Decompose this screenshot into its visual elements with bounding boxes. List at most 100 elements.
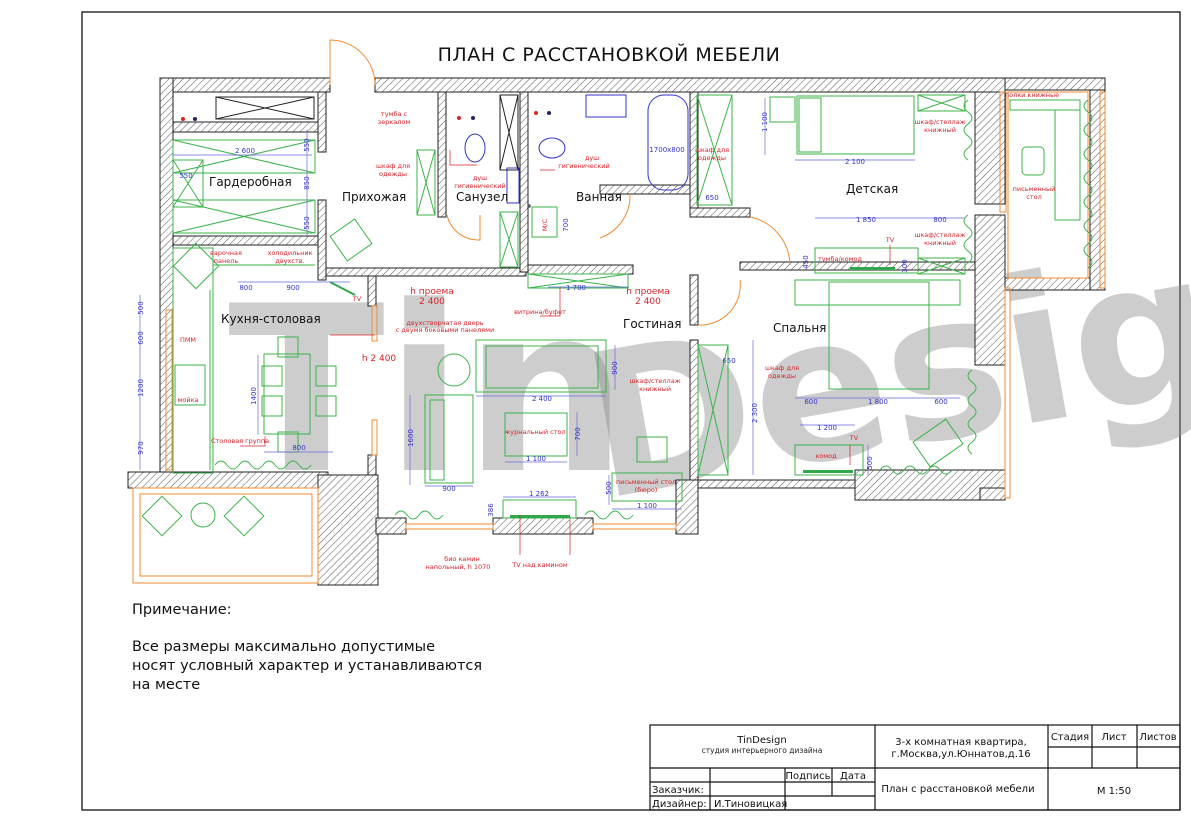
notes-line: носят условный характер и устанавливаютс… (132, 658, 482, 674)
dimension-label: 800 (239, 284, 252, 292)
dimension-lines (139, 98, 965, 510)
annotation-label: ПММ (180, 336, 196, 344)
sheet-frame (81, 11, 1181, 811)
dimension-label: 450 (802, 255, 810, 268)
annotation-label: книжный (639, 385, 671, 393)
annotation-label: журнальный стол (504, 428, 565, 436)
room-label-sanuzel: Санузел (456, 190, 508, 204)
annotation-label: шкаф для (695, 146, 729, 154)
annotation-label: тумба/комод (818, 255, 863, 263)
annotation-label: (бюро) (635, 486, 658, 494)
dimension-label: 550 (303, 216, 311, 229)
annotation-label: одежды (698, 154, 726, 162)
dimension-label: 850 (303, 176, 311, 189)
annotation-label: стол (1026, 193, 1042, 201)
room-label-kukhnya-stolovaya: Кухня-столовая (221, 312, 321, 326)
annotation-label: шкаф/стеллаж (914, 118, 965, 126)
studio-name: TinDesign (736, 735, 786, 746)
notes-heading: Примечание: (132, 602, 232, 618)
annotation-label: био камин (444, 555, 480, 563)
dimension-label: 1 100 (761, 112, 769, 132)
dimension-label: 600 (137, 331, 145, 344)
doors (329, 39, 791, 456)
dimension-label: 970 (137, 441, 145, 454)
annotation-label: холодильник (267, 249, 312, 257)
dimensions: 1700x800 2 600 550 850 550 550 700 1 100… (137, 112, 948, 517)
dimension-label: 1 200 (817, 424, 837, 432)
dimension-label: 2 100 (845, 158, 865, 166)
project-line-1: 3-х комнатная квартира, (895, 737, 1027, 748)
notes-line: на месте (132, 677, 200, 693)
annotation-label: книжный (924, 239, 956, 247)
room-label-prikhozhaya: Прихожая (342, 190, 406, 204)
dimension-label: 2 600 (235, 147, 255, 155)
annotation-label: зеркалом (378, 118, 411, 126)
dimension-label: 1400 (250, 387, 258, 405)
annotation-label: TV (352, 295, 362, 303)
height-note: h 2 400 (362, 354, 397, 364)
notes-line: Все размеры максимально допустимые (132, 639, 435, 655)
annotation-label: письменный стол (616, 478, 676, 486)
dimension-label: 500 (605, 481, 613, 494)
height-note: h проема (410, 287, 454, 297)
annotation-label: шкаф для (765, 364, 799, 372)
annotation-label: двухств. (275, 257, 304, 265)
height-note: h проема (626, 287, 670, 297)
dimension-label: 700 (574, 427, 582, 440)
annotation-label: тумба с (381, 110, 408, 118)
dimension-label: 300 (901, 259, 909, 272)
dimension-label: 700 (562, 218, 570, 231)
annotation-label: витрина/буфет (514, 308, 566, 316)
annotation-label: письменный (1013, 185, 1056, 193)
annotation-label: душ (585, 154, 599, 162)
dimension-label: 800 (292, 444, 305, 452)
title-block: TinDesign студия интерьерного дизайна 3-… (649, 724, 1181, 811)
dimension-label: 386 (487, 503, 495, 517)
room-label-detskaya: Детская (846, 182, 898, 196)
dimension-label: 800 (933, 216, 946, 224)
date-label: Дата (840, 771, 866, 782)
height-note: 2 400 (419, 297, 445, 307)
annotation-label: TV (849, 434, 859, 442)
dimension-label: 1 100 (637, 502, 657, 510)
annotation-label: шкаф/стеллаж (629, 377, 680, 385)
dimension-label: 650 (705, 194, 718, 202)
annotation-label: напольный, h 1070 (426, 563, 491, 571)
annotation-label: одежды (379, 170, 407, 178)
room-label-gostinaya: Гостиная (623, 317, 681, 331)
bathtub (647, 94, 689, 191)
furniture (141, 94, 1093, 537)
annotation-label: душ (473, 174, 487, 182)
sink-sanuzel (506, 167, 520, 204)
annotation-label: мойка (177, 396, 198, 404)
annotation-label: варочная (210, 249, 242, 257)
dimension-label: 600 (934, 398, 947, 406)
scale: М 1:50 (1097, 786, 1131, 797)
annotation-label: комод (815, 452, 837, 460)
stage-label: Стадия (1051, 732, 1089, 743)
windows (132, 91, 1106, 584)
dimension-label: 1 262 (529, 490, 549, 498)
walls (127, 77, 1106, 586)
annotation-label: одежды (768, 372, 796, 380)
annotation-label: TV (885, 236, 895, 244)
annotation-label: М/С (541, 218, 549, 231)
sink-vannaya (585, 94, 627, 118)
annotation-label: двухстворчатая дверь (406, 319, 483, 327)
designer-name: И.Тиновицкая (714, 799, 787, 810)
designer-label: Дизайнер: (652, 799, 707, 810)
toilet-vannaya (538, 137, 566, 159)
plumbing-fixtures (181, 94, 689, 204)
